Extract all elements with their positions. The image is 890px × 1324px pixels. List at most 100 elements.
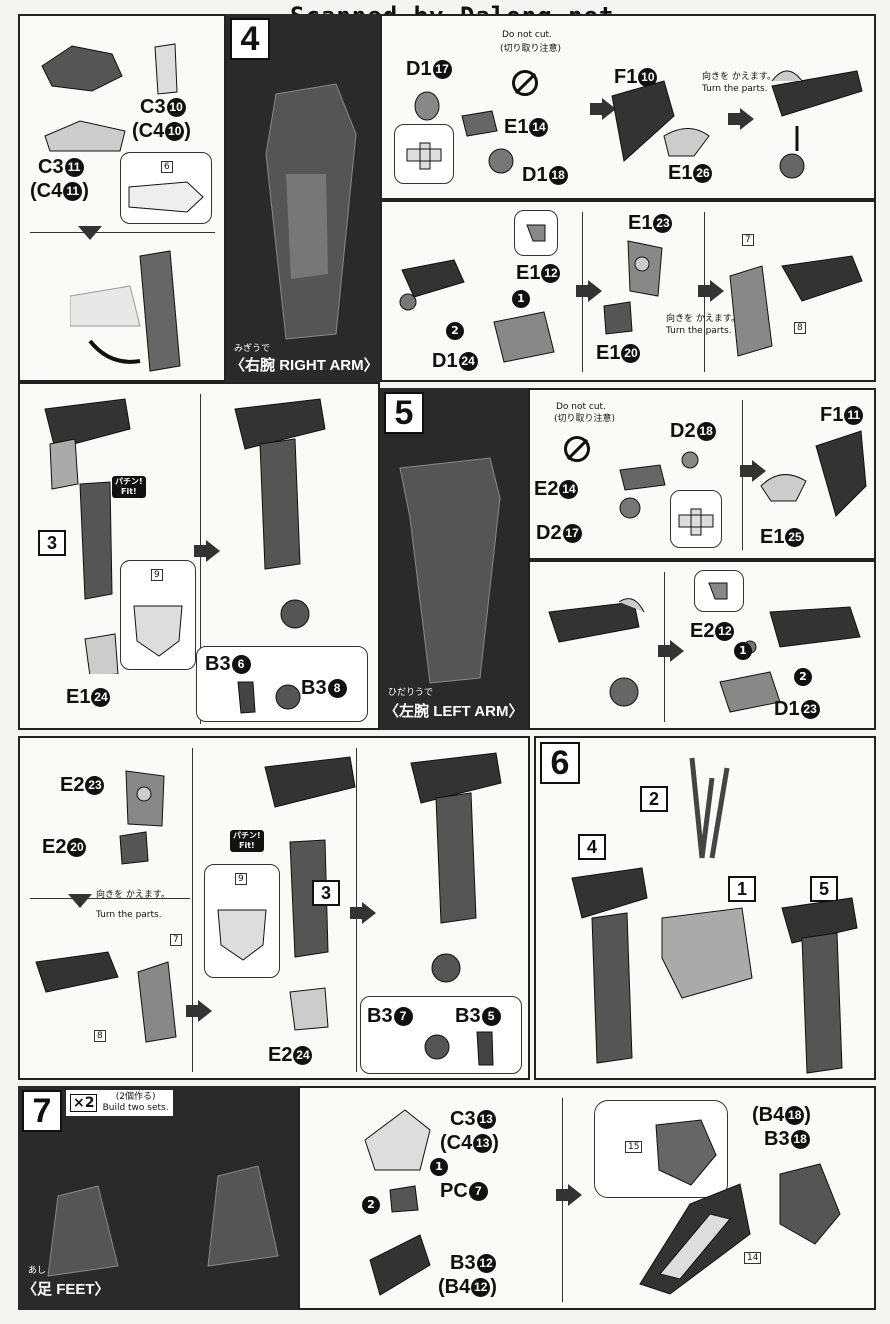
step-arrow-icon bbox=[698, 280, 724, 302]
step6-number: 6 bbox=[540, 742, 580, 784]
part-label-5: 5 bbox=[810, 876, 838, 902]
step5-photo: 5 ひだりうで 〈左腕 LEFT ARM〉 bbox=[380, 388, 528, 730]
foot-assembled-shape bbox=[639, 1163, 841, 1295]
joint-part-shape bbox=[619, 451, 699, 519]
step7-title-ruby: あし bbox=[28, 1266, 47, 1276]
order-number-2: 2 bbox=[362, 1196, 380, 1214]
ref-number-7: 7 bbox=[742, 234, 754, 246]
fit-badge: パチン!Fit! bbox=[112, 476, 146, 498]
times-two: ×2 bbox=[70, 1094, 98, 1112]
ref-number-8: 8 bbox=[794, 322, 806, 334]
order-number-1: 1 bbox=[734, 642, 752, 660]
ref-number-9: 9 bbox=[235, 873, 247, 885]
shield-part-shape bbox=[119, 770, 165, 865]
shield-part-shape bbox=[603, 240, 663, 335]
step7-title: 〈足 FEET〉 bbox=[22, 1281, 110, 1298]
c3-part-shape bbox=[154, 43, 178, 95]
ref-number-15: 15 bbox=[625, 1141, 643, 1153]
sub-step-3: 3 bbox=[312, 880, 340, 906]
step-arrow-icon bbox=[556, 1184, 582, 1206]
step-arrow-icon bbox=[576, 280, 602, 302]
order-number-1: 1 bbox=[512, 290, 530, 308]
do-not-cut-jp: (切り取り注意) bbox=[554, 414, 616, 424]
turn-parts-jp: 向きを かえます。 bbox=[702, 72, 776, 82]
step-arrow-icon bbox=[194, 540, 220, 562]
arm-shield-assembled-shape bbox=[729, 255, 863, 357]
ref-number-7: 7 bbox=[170, 934, 182, 946]
no-cut-icon bbox=[564, 436, 590, 462]
shoulder-armor-shape bbox=[611, 80, 710, 162]
left-arm-photo-shape bbox=[399, 457, 501, 684]
arm-part-shape bbox=[41, 45, 123, 92]
no-cut-icon bbox=[512, 70, 538, 96]
torso-assembly-shape bbox=[571, 757, 858, 1074]
ref-number-6: 6 bbox=[161, 161, 173, 173]
step7-photo: 7 ×2 (2個作る)Build two sets. あし 〈足 FEET〉 bbox=[18, 1086, 298, 1310]
ref-number-9: 9 bbox=[151, 569, 163, 581]
sub-step-3: 3 bbox=[38, 530, 66, 556]
ref-number-14: 14 bbox=[744, 1252, 762, 1264]
step5-title: 〈左腕 LEFT ARM〉 bbox=[384, 703, 524, 720]
shoulder-assembled-shape bbox=[548, 598, 645, 707]
step-arrow-icon bbox=[740, 460, 766, 482]
e1-12-detail-box bbox=[514, 210, 558, 256]
arm-full-shape bbox=[234, 398, 326, 629]
step6-panel: 6 2 4 1 5 bbox=[534, 736, 876, 1080]
ref-number-8: 8 bbox=[94, 1030, 106, 1042]
do-not-cut-en: Do not cut. bbox=[556, 402, 606, 412]
wrist-part-shape bbox=[44, 120, 126, 152]
down-arrow-icon bbox=[78, 226, 102, 240]
arm-upper-shape bbox=[44, 398, 131, 674]
feet-photo-shape bbox=[47, 1165, 279, 1277]
e2-12-detail-box bbox=[694, 570, 744, 612]
step4-photo: 4 みぎうで 〈右腕 RIGHT ARM〉 bbox=[226, 14, 380, 382]
build-two-text: (2個作る)Build two sets. bbox=[102, 1092, 169, 1113]
step5-title-ruby: ひだりうで bbox=[388, 688, 434, 698]
joint-detail-box bbox=[394, 124, 454, 184]
foot-parts-shape bbox=[364, 1109, 431, 1296]
step-arrow-icon bbox=[590, 98, 616, 120]
turn-parts-jp: 向きを かえます。 bbox=[96, 890, 170, 900]
right-arm-photo-shape bbox=[265, 83, 357, 340]
step-arrow-icon bbox=[658, 640, 684, 662]
down-arrow-icon bbox=[68, 894, 92, 908]
part-label-1: 1 bbox=[728, 876, 756, 902]
step4-number: 4 bbox=[230, 18, 270, 60]
detail-part-shape bbox=[128, 181, 204, 213]
turn-parts-en: Turn the parts. bbox=[702, 84, 768, 94]
do-not-cut-jp: (切り取り注意) bbox=[500, 44, 562, 54]
detail-callout: 6 bbox=[120, 152, 212, 224]
joint-part-shape bbox=[414, 91, 498, 137]
step4-title: 〈右腕 RIGHT ARM〉 bbox=[230, 357, 379, 374]
step-arrow-icon bbox=[728, 108, 754, 130]
